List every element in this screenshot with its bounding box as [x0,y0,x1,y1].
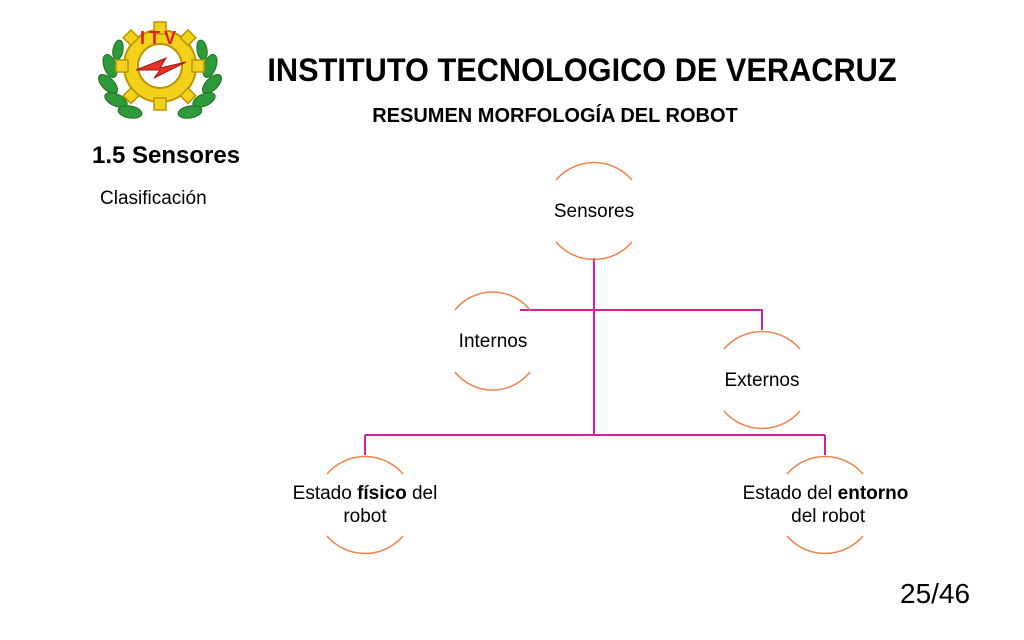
node-internos: Internos [418,330,568,353]
page-number: 25/46 [900,578,971,609]
laurel-right-icon [177,39,222,119]
section-heading: 1.5 Sensores [92,142,241,169]
node-sensores-label: Sensores [553,201,635,222]
node-estado-fisico: Estado físico del robot [270,482,460,528]
arc-entorno-top [786,455,864,475]
node-entorno-pre: Estado del [742,483,838,504]
connector-lines [364,258,826,455]
slide-subtitle: RESUMEN MORFOLOGÍA DEL ROBOT [372,105,738,127]
node-externos: Externos [687,369,837,392]
node-internos-label: Internos [458,331,528,352]
node-arcs [326,161,864,555]
node-entorno-post: del robot [785,506,866,527]
node-fisico-pre: Estado [292,483,358,504]
arc-root-bottom [555,241,633,261]
itv-logo: ITV [98,21,222,119]
arc-entorno-bottom [786,535,864,555]
arc-internos-bottom [454,371,531,391]
node-estado-entorno: Estado del entorno del robot [728,482,923,528]
node-sensores: Sensores [514,200,674,223]
arc-fisico-bottom [326,535,404,555]
node-externos-label: Externos [724,370,800,391]
arc-fisico-top [326,455,404,475]
node-fisico-bold: físico [357,483,407,504]
institute-title: INSTITUTO TECNOLOGICO DE VERACRUZ [267,52,897,88]
connector-internos [520,309,763,330]
logo-text: ITV [140,28,180,48]
laurel-left-icon [98,39,143,119]
node-fisico-post: del robot [343,483,443,527]
gear-icon [115,21,205,111]
arc-externos-bottom [723,410,801,430]
arc-externos-top [723,330,801,350]
node-entorno-bold: entorno [837,483,909,504]
arc-root-top [555,161,633,181]
section-subheading: Clasificación [100,188,207,209]
arc-internos-top [454,291,531,311]
